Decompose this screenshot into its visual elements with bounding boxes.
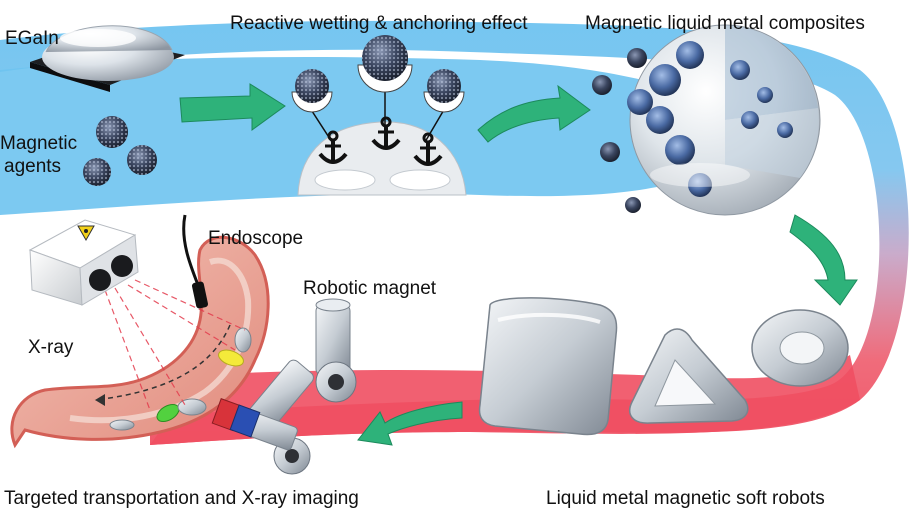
free-particles-near-sphere — [592, 48, 647, 213]
label-magnetic-agents-line2: agents — [4, 156, 62, 177]
process-arrow-1 — [179, 83, 286, 131]
anchor-icon — [371, 116, 401, 150]
anchor-icon — [413, 132, 443, 166]
egain-droplet — [30, 25, 185, 92]
label-egain: EGaIn — [5, 28, 59, 49]
label-robotic-magnet: Robotic magnet — [303, 278, 437, 299]
xray-beams — [104, 279, 246, 411]
anchor-icon — [318, 130, 348, 164]
endoscope — [182, 214, 202, 291]
process-arrow-4 — [357, 401, 463, 446]
label-endoscope: Endoscope — [208, 228, 304, 249]
soft-robots — [478, 297, 849, 436]
label-targeted: Targeted transportation and X-ray imagin… — [4, 488, 359, 509]
label-magnetic-agents-line1: Magnetic — [0, 133, 78, 154]
label-composites: Magnetic liquid metal composites — [585, 13, 865, 34]
anchoring-stage — [291, 35, 467, 196]
label-soft-robots: Liquid metal magnetic soft robots — [546, 488, 825, 509]
radiation-icon — [77, 225, 95, 242]
process-arrow-2 — [477, 84, 591, 143]
label-xray: X-ray — [28, 337, 74, 358]
endoscope-tip — [191, 281, 209, 309]
robotic-magnet-arm — [211, 298, 357, 475]
process-arrow-3 — [789, 214, 858, 306]
composite-sphere — [627, 24, 821, 216]
xray-source — [28, 219, 139, 306]
label-reactive-wetting: Reactive wetting & anchoring effect — [230, 13, 528, 34]
magnetic-agent-particles — [83, 116, 157, 186]
